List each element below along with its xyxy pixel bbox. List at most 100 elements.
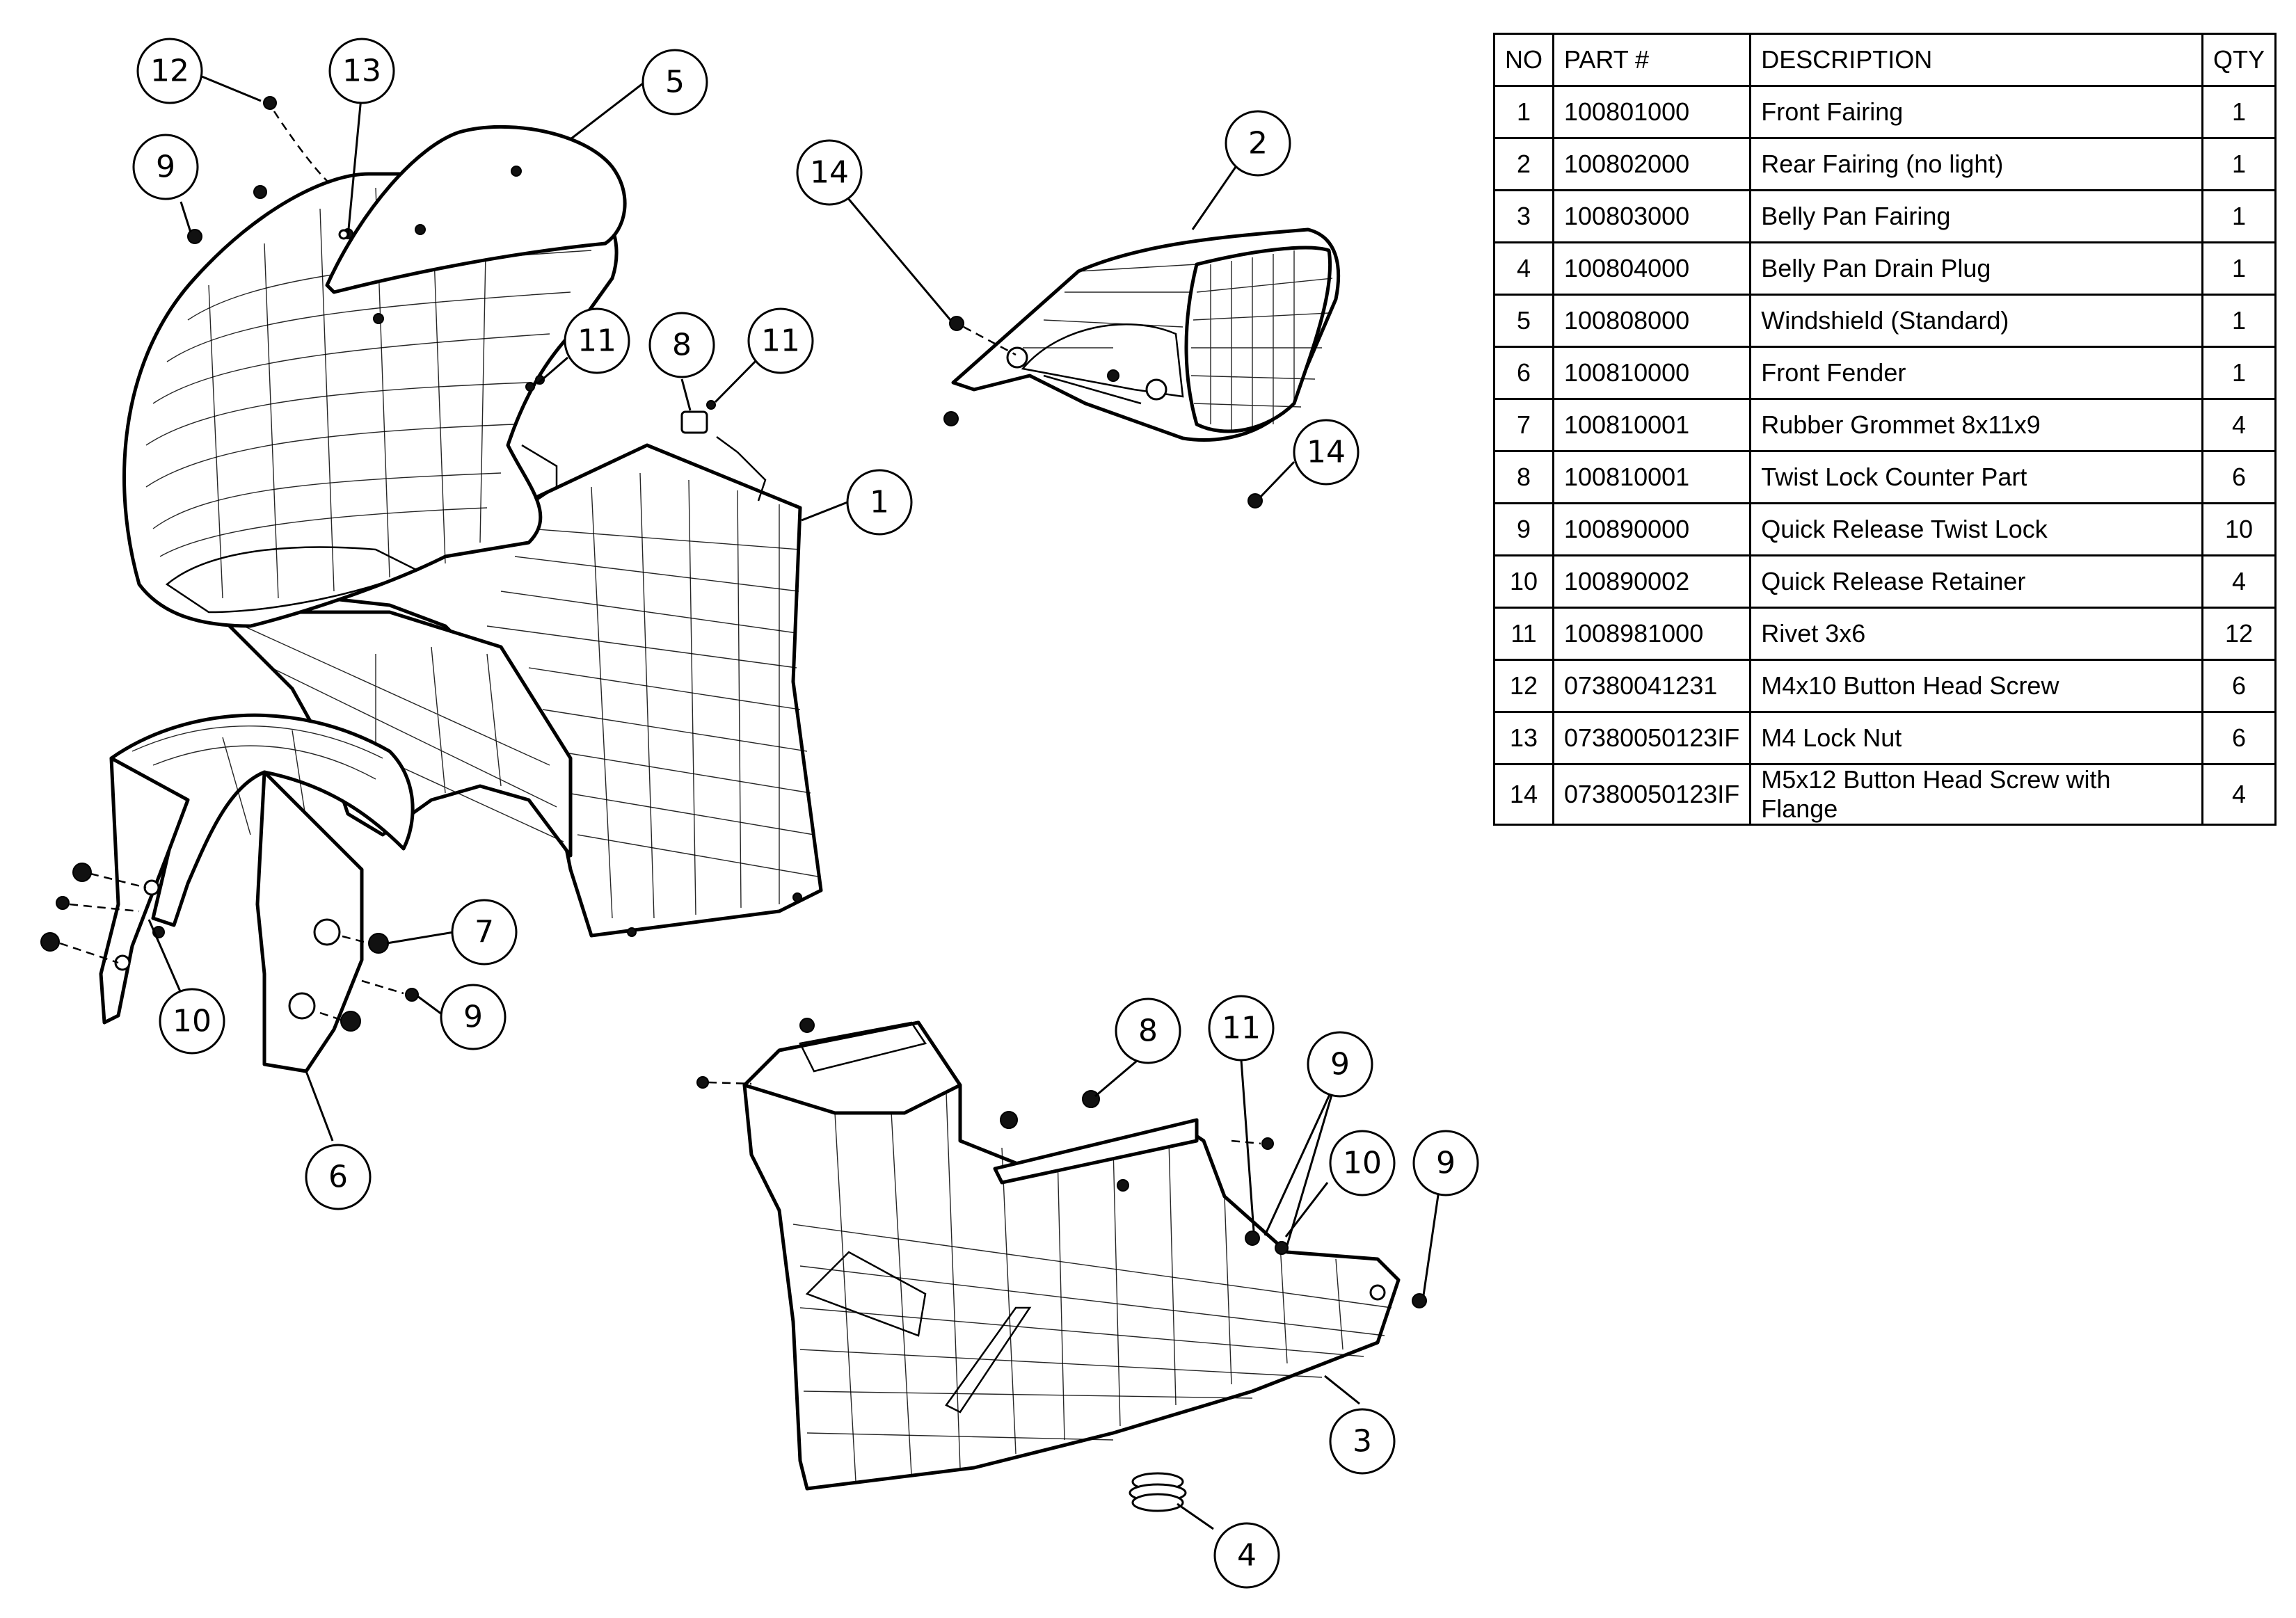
cell-part-number: 100808000 — [1552, 294, 1752, 348]
cell-qty: 6 — [2201, 711, 2277, 765]
callout-8: 8 — [1115, 998, 1181, 1064]
svg-text:8: 8 — [672, 328, 692, 363]
callout-12: 12 — [136, 38, 203, 104]
cell-qty: 1 — [2201, 189, 2277, 243]
cell-qty: 6 — [2201, 450, 2277, 504]
callout-7: 7 — [451, 899, 518, 966]
svg-text:10: 10 — [173, 1004, 212, 1039]
callout-11: 11 — [564, 307, 630, 374]
cell-description: Quick Release Retainer — [1749, 554, 2203, 609]
callout-5: 5 — [641, 49, 708, 115]
svg-text:11: 11 — [577, 323, 616, 359]
cell-no: 6 — [1493, 346, 1554, 400]
cell-part-number: 07380041231 — [1552, 659, 1752, 713]
cell-part-number: 07380050123IF — [1552, 763, 1752, 826]
cell-no: 14 — [1493, 763, 1554, 826]
cell-qty: 6 — [2201, 659, 2277, 713]
callout-9: 9 — [1307, 1031, 1373, 1098]
cell-part-number: 100810001 — [1552, 450, 1752, 504]
callout-11: 11 — [1208, 995, 1275, 1062]
cell-no: 11 — [1493, 607, 1554, 661]
cell-no: 13 — [1493, 711, 1554, 765]
svg-text:11: 11 — [761, 323, 800, 359]
cell-no: 2 — [1493, 137, 1554, 191]
header-qty: QTY — [2201, 33, 2277, 87]
cell-no: 1 — [1493, 85, 1554, 139]
cell-part-number: 100804000 — [1552, 241, 1752, 296]
header-part-number: PART # — [1552, 33, 1752, 87]
callout-13: 13 — [328, 38, 395, 104]
svg-text:9: 9 — [1436, 1146, 1456, 1181]
cell-no: 8 — [1493, 450, 1554, 504]
cell-no: 4 — [1493, 241, 1554, 296]
svg-text:11: 11 — [1222, 1011, 1261, 1046]
callout-9: 9 — [440, 984, 507, 1050]
cell-part-number: 100810001 — [1552, 398, 1752, 452]
cell-part-number: 100890002 — [1552, 554, 1752, 609]
cell-qty: 4 — [2201, 763, 2277, 826]
cell-part-number: 100810000 — [1552, 346, 1752, 400]
cell-description: Front Fender — [1749, 346, 2203, 400]
callout-10: 10 — [159, 988, 225, 1055]
belly-pan-drawing — [696, 1018, 1427, 1491]
svg-text:14: 14 — [1307, 435, 1346, 470]
callout-14: 14 — [796, 139, 863, 206]
header-description: DESCRIPTION — [1749, 33, 2203, 87]
cell-qty: 12 — [2201, 607, 2277, 661]
svg-text:3: 3 — [1353, 1424, 1372, 1459]
svg-text:13: 13 — [342, 54, 381, 89]
cell-part-number: 100802000 — [1552, 137, 1752, 191]
cell-qty: 1 — [2201, 346, 2277, 400]
leader-lines — [148, 72, 1443, 1530]
cell-no: 5 — [1493, 294, 1554, 348]
callout-9: 9 — [132, 134, 199, 200]
cell-description: Twist Lock Counter Part — [1749, 450, 2203, 504]
callout-1: 1 — [846, 469, 913, 536]
drain-plug-drawing — [1129, 1472, 1187, 1512]
cell-qty: 1 — [2201, 85, 2277, 139]
callout-8: 8 — [648, 312, 715, 378]
svg-text:1: 1 — [870, 485, 889, 520]
cell-qty: 1 — [2201, 137, 2277, 191]
callout-10: 10 — [1329, 1130, 1396, 1196]
svg-text:10: 10 — [1343, 1146, 1382, 1181]
callout-2: 2 — [1225, 110, 1291, 177]
svg-text:5: 5 — [665, 65, 685, 100]
cell-part-number: 1008981000 — [1552, 607, 1752, 661]
cell-part-number: 100801000 — [1552, 85, 1752, 139]
callout-4: 4 — [1213, 1522, 1280, 1589]
cell-description: M4x10 Button Head Screw — [1749, 659, 2203, 713]
svg-text:6: 6 — [328, 1160, 348, 1195]
svg-text:8: 8 — [1138, 1014, 1158, 1049]
svg-text:12: 12 — [150, 54, 189, 89]
cell-part-number: 100803000 — [1552, 189, 1752, 243]
cell-part-number: 100890000 — [1552, 502, 1752, 556]
cell-description: M5x12 Button Head Screw with Flange — [1749, 763, 2203, 826]
cell-no: 10 — [1493, 554, 1554, 609]
callout-14: 14 — [1293, 419, 1360, 486]
cell-description: Front Fairing — [1749, 85, 2203, 139]
cell-description: Belly Pan Drain Plug — [1749, 241, 2203, 296]
cell-qty: 10 — [2201, 502, 2277, 556]
callout-3: 3 — [1329, 1408, 1396, 1475]
cell-qty: 1 — [2201, 241, 2277, 296]
cell-description: Windshield (Standard) — [1749, 294, 2203, 348]
front-fender-drawing — [40, 713, 419, 1073]
svg-text:9: 9 — [1330, 1047, 1350, 1082]
header-no: NO — [1493, 33, 1554, 87]
